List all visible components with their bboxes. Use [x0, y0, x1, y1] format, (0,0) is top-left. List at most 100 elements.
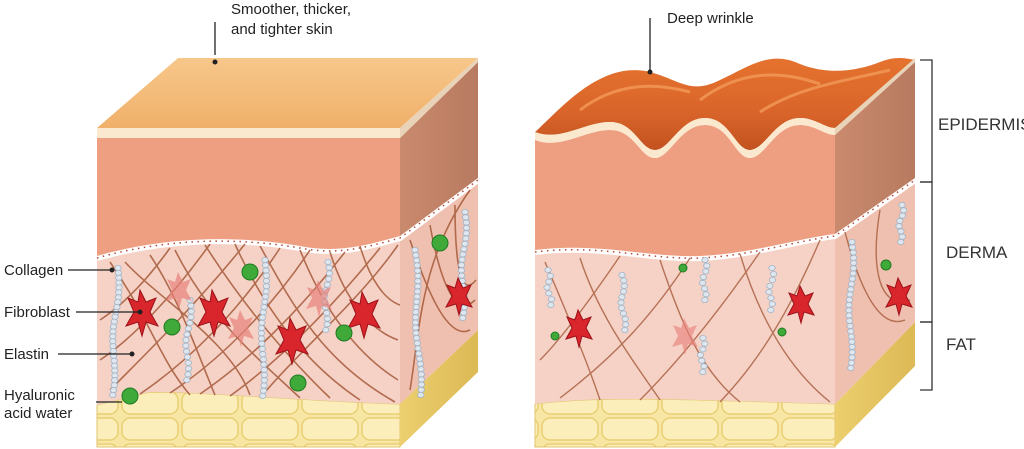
elastin-bead — [325, 275, 333, 282]
elastin-bead — [259, 309, 267, 316]
elastin-bead — [848, 275, 857, 282]
elastin-bead — [111, 367, 119, 374]
young-skin-block — [96, 58, 480, 448]
elastin-bead — [459, 314, 467, 321]
elastin-bead — [845, 301, 853, 308]
epidermis-layer-side-left — [400, 62, 478, 236]
elastin-bead — [703, 262, 711, 269]
leader-lines — [58, 18, 651, 403]
elastin-bead — [849, 270, 857, 277]
elastin-bead — [258, 319, 266, 326]
elastin-bead — [413, 293, 421, 300]
elastin-bead — [848, 354, 856, 361]
elastin-bead — [259, 387, 268, 394]
elastin-bead — [619, 310, 628, 317]
elastin-bead — [543, 284, 551, 291]
elastin-bead — [462, 224, 471, 231]
elastin-bead — [114, 264, 122, 271]
elastin-bead — [183, 376, 191, 383]
fat-layer-front-right — [534, 398, 836, 448]
elastin-bead — [547, 301, 555, 308]
elastin-bead — [259, 392, 267, 399]
elastin-bead — [850, 259, 858, 266]
elastin-bead — [415, 350, 423, 357]
elastin-bead — [114, 269, 123, 276]
elastin-bead — [458, 256, 466, 263]
elastin-bead — [259, 356, 267, 363]
elastin-bead — [411, 314, 420, 321]
elastin-bead — [261, 298, 269, 305]
label-hyaluronic-line2: acid water — [4, 405, 72, 422]
elastin-bead — [765, 288, 773, 295]
elastin-bead — [417, 376, 425, 383]
elastin-bead — [769, 270, 778, 277]
elastin-bead — [699, 346, 707, 353]
elastin-bead — [847, 359, 856, 366]
epidermis-layer-front-left — [97, 138, 400, 256]
elastin-bead — [621, 315, 629, 322]
elastin-bead — [109, 347, 117, 354]
elastin-bead — [413, 340, 421, 347]
fat-layer-side-right — [835, 322, 915, 447]
elastin-bead — [417, 386, 425, 393]
elastin-bead — [412, 334, 421, 341]
elastin-bead — [899, 207, 908, 214]
elastin-bead — [699, 334, 707, 341]
aged-skin-block — [534, 58, 917, 448]
elastin-bead — [846, 291, 854, 298]
elastin-bead — [257, 330, 265, 337]
elastin-bead — [767, 294, 775, 301]
elastin-bead — [620, 277, 628, 284]
elastin-bead — [847, 280, 856, 287]
elastin-bead — [620, 282, 628, 289]
elastin-bead — [898, 212, 907, 219]
elastin-bead — [260, 361, 268, 368]
elastin-bead — [701, 296, 709, 303]
elastin-bead — [325, 270, 334, 277]
elastin-chains-left — [109, 208, 471, 399]
epidermis-layer-front-right — [535, 125, 835, 257]
elastin-bead — [622, 321, 630, 328]
hyaluronic-acid-left — [121, 234, 449, 405]
elastin-bead — [412, 252, 420, 259]
elastin-bead — [848, 349, 856, 356]
leader-dots — [109, 59, 653, 357]
elastin-bead — [617, 299, 625, 306]
elastin-bead — [462, 230, 470, 237]
elastin-bead — [109, 338, 117, 345]
layer-bracket — [920, 59, 933, 391]
elastin-bead — [621, 326, 629, 333]
elastin-bead — [462, 219, 470, 226]
elastin-bead — [414, 272, 422, 279]
elastin-bead — [767, 306, 775, 313]
elastin-bead — [417, 366, 425, 373]
fibroblasts-right — [564, 276, 914, 349]
label-elastin: Elastin — [4, 346, 49, 363]
elastin-bead — [897, 238, 905, 245]
fibroblasts-faded-right — [672, 318, 698, 355]
elastin-bead — [411, 246, 419, 253]
elastin-bead — [413, 288, 422, 295]
elastin-bead — [322, 326, 330, 333]
elastin-bead — [115, 289, 123, 296]
collagen-fibers-right — [539, 209, 911, 403]
elastin-bead — [898, 233, 906, 240]
elastin-bead — [898, 201, 906, 208]
elastin-bead — [324, 258, 332, 265]
elastin-bead — [109, 333, 117, 340]
elastin-bead — [114, 294, 123, 301]
elastin-bead — [261, 256, 269, 263]
elastin-bead — [184, 359, 192, 366]
elastin-bead — [768, 276, 777, 283]
elastin-bead — [187, 302, 195, 309]
elastin-bead — [110, 382, 118, 389]
fibroblasts-faded-left — [166, 272, 332, 347]
label-fibroblast: Fibroblast — [4, 304, 71, 321]
elastin-bead — [618, 304, 626, 311]
elastin-bead — [414, 345, 422, 352]
elastin-bead — [113, 304, 121, 311]
elastin-bead — [847, 333, 856, 340]
elastin-bead — [546, 272, 554, 279]
elastin-bead — [412, 257, 421, 264]
elastin-bead — [111, 362, 119, 369]
